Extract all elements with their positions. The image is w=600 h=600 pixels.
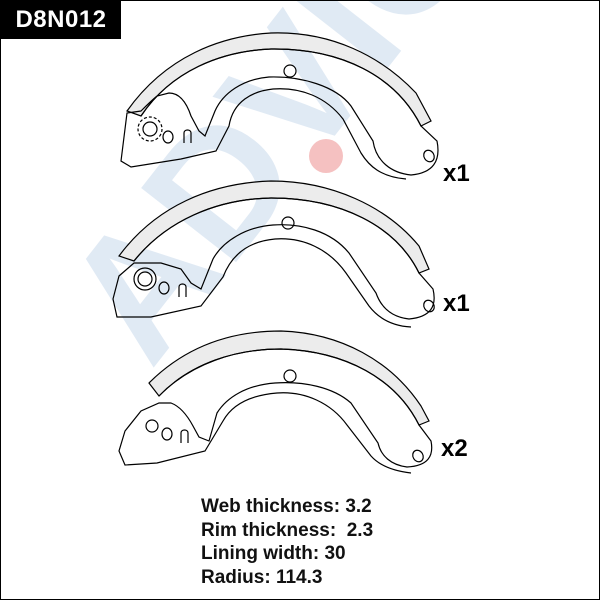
pin-hole [283,64,297,78]
pin-hole [281,216,295,230]
spec-radius: Radius: 114.3 [201,566,373,590]
brake-shoe-2 [112,180,435,328]
end-slot [423,149,435,163]
anchor-ring [133,267,157,291]
spec-value: 114.3 [275,566,323,588]
spec-label: Web thickness: [201,496,341,517]
specifications: Web thickness: 3.2 Rim thickness: 2.3 Li… [201,495,373,589]
shoe-web [112,197,435,328]
spec-value: 30 [324,543,346,564]
brake-shoe-3 [118,330,433,474]
spec-web-thickness: Web thickness: 3.2 [201,495,373,519]
shoe-web [120,48,439,180]
part-code-badge: D8N012 [1,1,121,39]
notch [180,429,189,443]
quantity-label-2: x1 [443,290,470,317]
slot-hole [162,130,174,144]
anchor-ring [137,116,163,142]
slot-hole [161,427,173,441]
spec-label: Rim thickness: [201,519,337,541]
spec-lining-width: Lining width: 30 [201,542,373,566]
spec-rim-thickness: Rim thickness: 2.3 [201,519,373,543]
end-slot [423,299,435,313]
spec-label: Lining width: [201,543,320,564]
notch [178,283,187,297]
anchor-hole [142,121,158,137]
spec-value: 2.3 [346,519,374,541]
notch [183,129,192,143]
watermark-dot [309,139,343,173]
end-slot [412,449,424,463]
anchor-hole [137,271,153,287]
shoe-web [118,348,433,474]
spec-value: 3.2 [345,496,372,517]
anchor-hole [145,419,159,433]
quantity-label-3: x2 [441,435,468,462]
slot-hole [158,281,170,295]
brake-shoe-1 [120,32,439,180]
quantity-label-1: x1 [443,160,470,187]
spec-label: Radius: [201,566,271,588]
pin-hole [283,369,297,383]
